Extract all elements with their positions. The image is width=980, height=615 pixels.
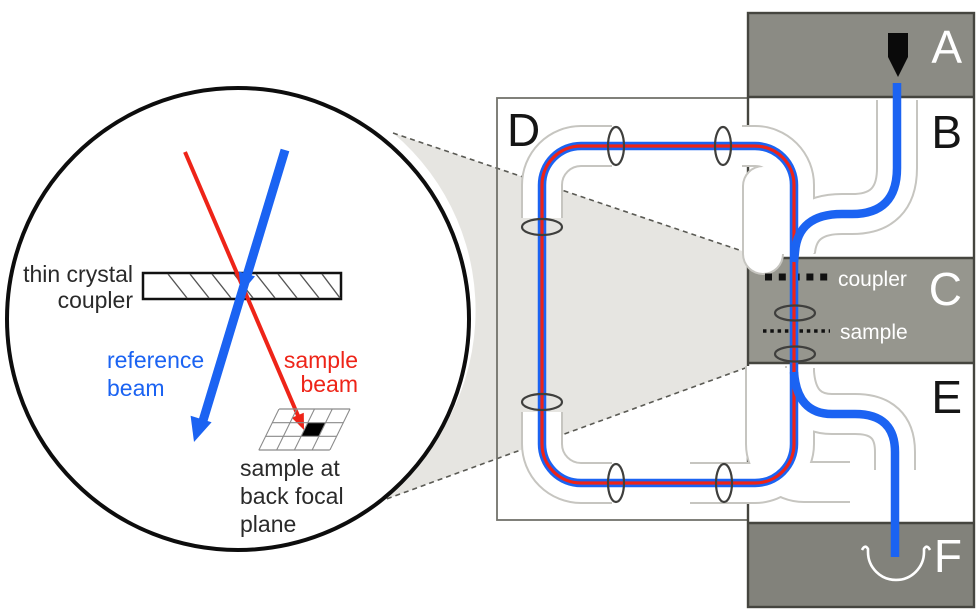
panel-c-label: C	[929, 263, 962, 315]
back-focal-plane-grid	[258, 408, 351, 451]
lens-icon	[773, 345, 817, 363]
sample-marker-label: sample	[840, 321, 908, 344]
detector-bowl-icon	[860, 545, 932, 582]
panel-b-label: B	[931, 106, 962, 158]
lenses	[520, 125, 817, 504]
lens-icon	[520, 392, 564, 412]
lens-icon	[714, 462, 734, 504]
crystal-label-line2: coupler	[58, 287, 134, 313]
sample-beam-arrowhead-icon	[291, 412, 304, 430]
magnifier-inset: thin crystal coupler reference beam samp…	[5, 86, 471, 552]
extraction-blue-beam	[789, 371, 900, 557]
laser-source-icon	[888, 33, 908, 77]
reference-beam-arrowhead-icon	[190, 415, 212, 442]
panel-a-bg	[748, 13, 974, 97]
reference-beam-label-line1: reference	[107, 347, 204, 373]
sample-beam-label-line1: sample	[284, 347, 358, 373]
callout-wedge	[370, 133, 748, 505]
lens-icon	[713, 125, 733, 167]
lens-icon	[773, 304, 817, 322]
lens-icon	[606, 462, 626, 504]
panel-e-label: E	[931, 371, 962, 423]
beam-crossing-arrowhead-icon	[238, 271, 255, 293]
panel-d-label: D	[507, 104, 540, 156]
panel-f-bg	[748, 523, 974, 607]
lens-icon	[520, 217, 564, 237]
cavity-loop-red-beam	[540, 144, 796, 485]
crystal-label-line1: thin crystal	[23, 261, 133, 287]
sample-beam-label-line2: beam	[300, 371, 358, 397]
bfp-caption-line1: sample at	[240, 455, 340, 481]
reference-beam-label-line2: beam	[107, 375, 165, 401]
injection-blue-beam	[789, 83, 902, 263]
lens-icon	[606, 125, 626, 167]
sample-cell	[301, 422, 326, 437]
bfp-caption-line3: plane	[240, 511, 296, 537]
panel-a-label: A	[931, 21, 962, 73]
bfp-caption-line2: back focal	[240, 483, 344, 509]
cavity-beams	[537, 83, 902, 557]
stack-outer-border	[746, 11, 976, 609]
coupler-marker-label: coupler	[838, 268, 907, 291]
panel-f-label: F	[934, 530, 962, 582]
